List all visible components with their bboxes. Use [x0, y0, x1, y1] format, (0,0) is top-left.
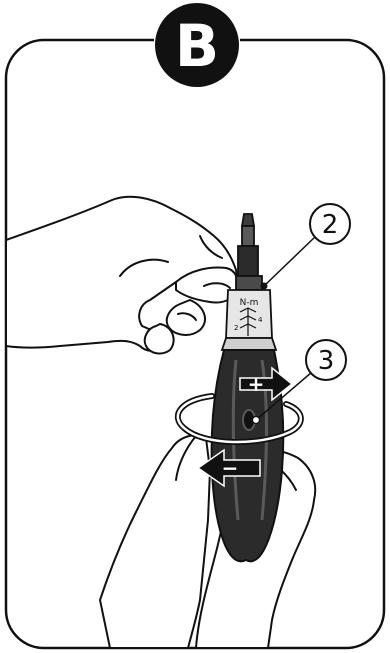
step-label: B [175, 12, 219, 80]
scale-unit-label: N-m [240, 298, 259, 308]
plus-sign: + [248, 372, 265, 396]
callout-2-number: 2 [322, 210, 339, 240]
callout-3-number: 3 [318, 346, 335, 376]
torque-collar: N-m 2 4 [222, 290, 276, 350]
minus-sign: − [222, 456, 239, 480]
scale-mark-low: 2 [234, 324, 238, 332]
scale-mark-high: 4 [258, 316, 263, 324]
